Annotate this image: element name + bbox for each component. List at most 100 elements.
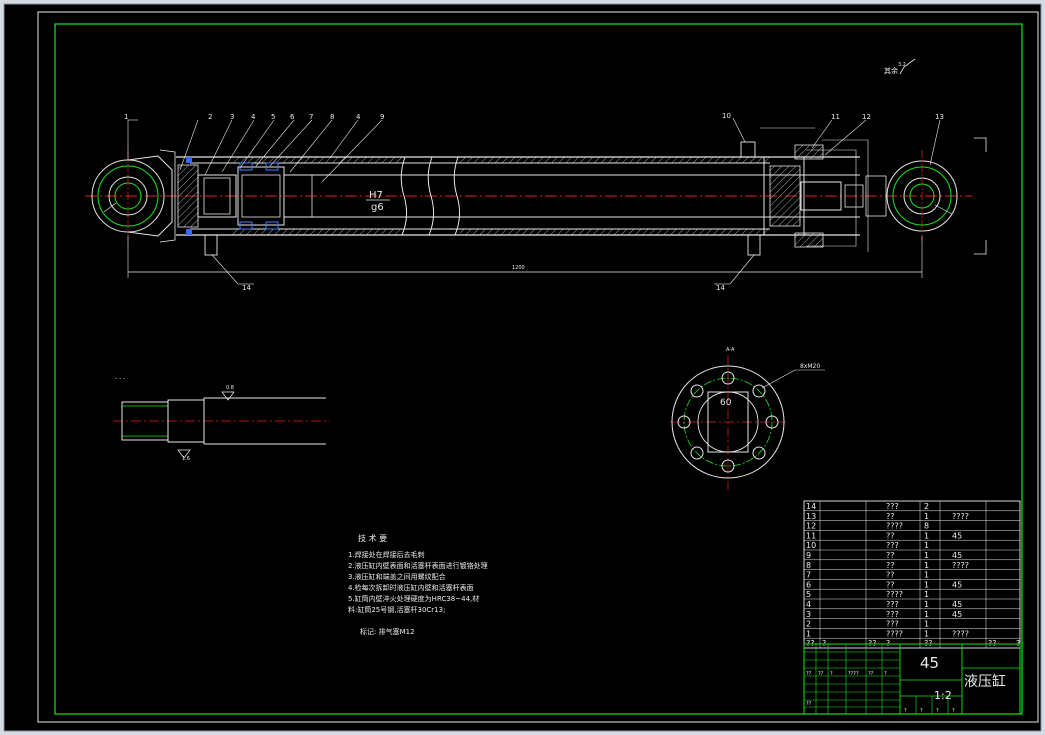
bom-cell: ??? xyxy=(886,502,899,511)
svg-text:?: ? xyxy=(830,671,833,677)
bom-cell: 1 xyxy=(924,551,929,560)
svg-text:A-A: A-A xyxy=(726,347,735,353)
bom-cell: 3 xyxy=(806,610,811,619)
svg-text:????: ???? xyxy=(848,671,859,677)
svg-text:3.液压缸和端盖之间用螺纹配合: 3.液压缸和端盖之间用螺纹配合 xyxy=(348,572,446,581)
bom-cell: 8 xyxy=(806,561,811,570)
bom-cell: 1 xyxy=(924,531,929,540)
rod-end-detail: - - - 0.8 1.6 xyxy=(113,375,330,462)
svg-text:??: ?? xyxy=(818,671,824,677)
bom-cell: ???? xyxy=(952,629,969,638)
surface-roughness-note: 其余 3.2 xyxy=(884,58,916,75)
bom-cell: 45 xyxy=(952,580,962,589)
flange-section-view: A-A 60 8xM20 xyxy=(670,347,825,490)
bom-cell: ???? xyxy=(952,561,969,570)
svg-text:1.6: 1.6 xyxy=(182,456,190,462)
bom-cell: 1 xyxy=(924,600,929,609)
bom-cell: ?? xyxy=(886,512,895,521)
bom-cell: ?? xyxy=(886,551,895,560)
part-callouts: 1 2 3 4 5 6 7 8 4 9 10 11 12 13 14 14 xyxy=(124,112,944,292)
bom-cell: ??? xyxy=(886,541,899,550)
bom-cell: 1 xyxy=(924,541,929,550)
bom-cell: 2 xyxy=(806,620,811,629)
svg-text:3: 3 xyxy=(230,113,234,121)
svg-text:12: 12 xyxy=(862,113,871,121)
bom-cell: ???? xyxy=(886,590,903,599)
svg-text:技 术 要: 技 术 要 xyxy=(358,533,387,543)
bom-cell: ???? xyxy=(952,512,969,521)
svg-text:??: ?? xyxy=(868,671,874,677)
cylinder-assembly-view: H7 g6 1200 xyxy=(85,127,987,278)
svg-text:2.液压缸内壁表面和活塞杆表面进行镀铬处理: 2.液压缸内壁表面和活塞杆表面进行镀铬处理 xyxy=(348,561,488,570)
bom-cell: 4 xyxy=(806,600,811,609)
svg-text:?: ? xyxy=(904,708,907,714)
svg-text:?: ? xyxy=(936,708,939,714)
svg-text:0.8: 0.8 xyxy=(226,385,234,391)
svg-text:- - -: - - - xyxy=(115,375,125,382)
bom-cell: 14 xyxy=(806,502,816,511)
bom-cell: 13 xyxy=(806,512,816,521)
bom-cell: ???? xyxy=(886,629,903,638)
svg-text:8: 8 xyxy=(330,113,334,121)
svg-text:?: ? xyxy=(920,708,923,714)
model-space xyxy=(3,3,1042,732)
svg-text:?: ? xyxy=(884,671,887,677)
bom-cell: 45 xyxy=(952,531,962,540)
bom-cell: 45 xyxy=(952,600,962,609)
bom-cell: 1 xyxy=(924,512,929,521)
svg-text:13: 13 xyxy=(935,113,944,121)
svg-text:其余: 其余 xyxy=(884,66,898,75)
bom-cell: 1 xyxy=(806,629,811,638)
outer-border xyxy=(37,11,1039,723)
svg-text:标记: 排气塞M12: 标记: 排气塞M12 xyxy=(360,627,415,636)
svg-text:液压缸: 液压缸 xyxy=(964,673,1006,690)
bom-cell: ?? xyxy=(886,531,895,540)
svg-text:料:缸筒25号钢,活塞杆30Cr13;: 料:缸筒25号钢,活塞杆30Cr13; xyxy=(348,605,445,614)
svg-text:1.焊接处在焊接后去毛刺: 1.焊接处在焊接后去毛刺 xyxy=(348,550,425,559)
svg-text:1200: 1200 xyxy=(512,265,525,271)
svg-text:14: 14 xyxy=(242,284,251,292)
svg-text:g6: g6 xyxy=(371,202,384,213)
technical-requirements: 技 术 要 1.焊接处在焊接后去毛刺 2.液压缸内壁表面和活塞杆表面进行镀铬处理… xyxy=(348,533,488,636)
svg-text:45: 45 xyxy=(920,654,939,672)
bom-cell: ??? xyxy=(886,620,899,629)
svg-text:11: 11 xyxy=(831,113,840,121)
svg-text:60: 60 xyxy=(720,398,732,408)
bom-cell: ?? xyxy=(886,580,895,589)
bom-cell: 45 xyxy=(952,551,962,560)
inner-border xyxy=(54,23,1023,715)
title-block: 45 液压缸 1:2 ?? ?? ? ???? ?? ? ?? ? ? ? ? xyxy=(803,643,1021,715)
bom-cell: 2 xyxy=(924,502,929,511)
bom-cell: 7 xyxy=(806,571,811,580)
bom-cell: 1 xyxy=(924,629,929,638)
svg-text:4: 4 xyxy=(251,113,256,121)
svg-text:??: ?? xyxy=(806,701,812,707)
bom-cell: ??? xyxy=(886,600,899,609)
svg-text:5.缸筒内壁淬火处理硬度为HRC38~44,材: 5.缸筒内壁淬火处理硬度为HRC38~44,材 xyxy=(348,594,479,603)
svg-text:1: 1 xyxy=(124,113,128,121)
svg-text:7: 7 xyxy=(309,113,313,121)
svg-text:6: 6 xyxy=(290,113,295,121)
bom-cell: 1 xyxy=(924,590,929,599)
svg-text:H7: H7 xyxy=(369,190,383,201)
bom-cell: 45 xyxy=(952,610,962,619)
svg-text:4: 4 xyxy=(356,113,361,121)
svg-text:9: 9 xyxy=(380,113,384,121)
bom-cell: ??? xyxy=(886,610,899,619)
bom-cell: 6 xyxy=(806,580,811,589)
bom-cell: 12 xyxy=(806,522,816,531)
svg-text:10: 10 xyxy=(722,112,731,120)
svg-text:4.检每次拆卸时液压缸内壁和活塞杆表面: 4.检每次拆卸时液压缸内壁和活塞杆表面 xyxy=(348,583,474,592)
svg-text:8xM20: 8xM20 xyxy=(800,363,820,370)
bom-cell: 1 xyxy=(924,620,929,629)
svg-text:?: ? xyxy=(952,708,955,714)
bom-cell: 1 xyxy=(924,580,929,589)
bom-cell: ?? xyxy=(886,561,895,570)
bom-cell: 8 xyxy=(924,522,929,531)
bom-cell: 11 xyxy=(806,531,816,540)
svg-text:3.2: 3.2 xyxy=(898,62,906,68)
svg-text:5: 5 xyxy=(271,113,275,121)
bom-cell: ???? xyxy=(886,522,903,531)
svg-text:2: 2 xyxy=(208,113,212,121)
